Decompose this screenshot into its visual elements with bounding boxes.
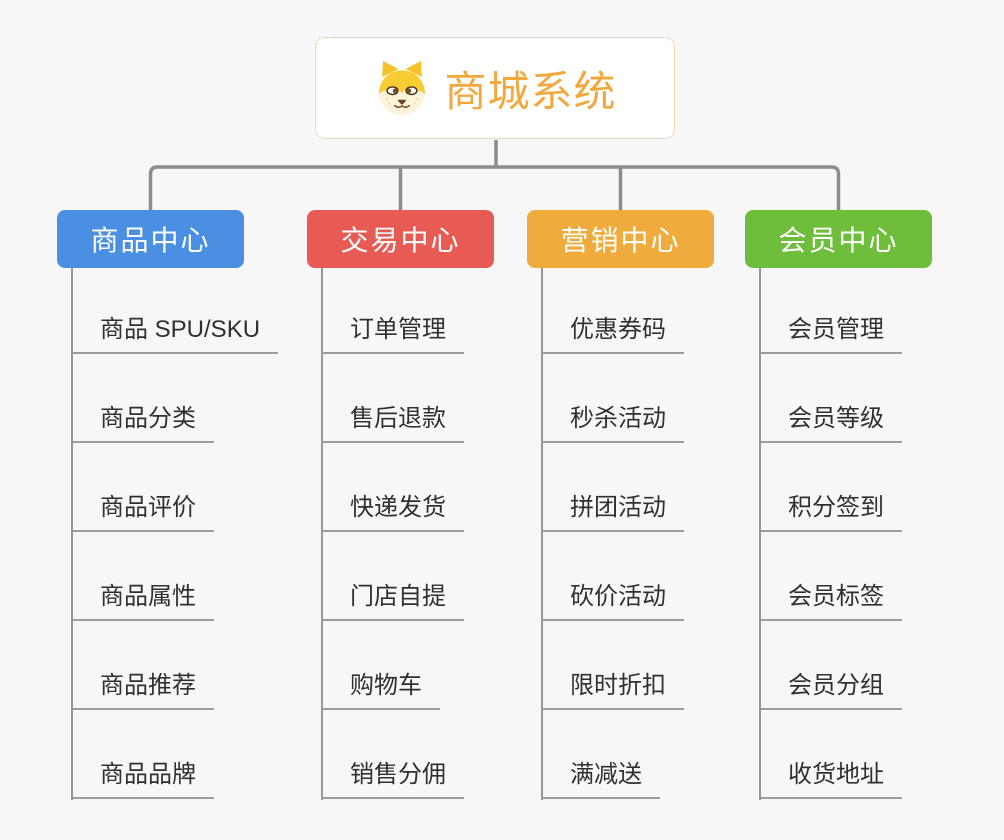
item-node[interactable]: 限时折扣 — [541, 672, 684, 710]
tree-item: 积分签到 — [759, 443, 1004, 532]
item-node[interactable]: 会员等级 — [759, 405, 902, 443]
item-node[interactable]: 商品品牌 — [71, 761, 214, 799]
tree-item: 商品评价 — [71, 443, 321, 532]
tree-item: 购物车 — [321, 621, 571, 710]
tree-item: 售后退款 — [321, 354, 571, 443]
tree-item: 优惠券码 — [541, 265, 791, 354]
item-node[interactable]: 会员管理 — [759, 316, 902, 354]
item-node[interactable]: 会员分组 — [759, 672, 902, 710]
item-node[interactable]: 商品推荐 — [71, 672, 214, 710]
branch-label: 营销中心 — [560, 225, 681, 256]
tree-item: 销售分佣 — [321, 710, 571, 799]
tree-item: 收货地址 — [759, 710, 1004, 799]
branch-items-trade: 订单管理 售后退款 快递发货 门店自提 购物车 销售分佣 — [321, 265, 571, 799]
tree-item: 限时折扣 — [541, 621, 791, 710]
item-node[interactable]: 砍价活动 — [541, 583, 684, 621]
item-node[interactable]: 满减送 — [541, 761, 660, 799]
tree-item: 门店自提 — [321, 532, 571, 621]
item-node[interactable]: 销售分佣 — [321, 761, 464, 799]
item-node[interactable]: 会员标签 — [759, 583, 902, 621]
item-node[interactable]: 商品分类 — [71, 405, 214, 443]
item-node[interactable]: 秒杀活动 — [541, 405, 684, 443]
branch-label: 会员中心 — [778, 225, 899, 256]
tree-item: 会员管理 — [759, 265, 1004, 354]
tree-item: 会员标签 — [759, 532, 1004, 621]
root-node[interactable]: 商城系统 — [315, 37, 675, 139]
branch-node-marketing-center[interactable]: 营销中心 — [527, 210, 714, 268]
trunk-line-member — [759, 268, 761, 800]
tree-item: 砍价活动 — [541, 532, 791, 621]
branch-items-marketing: 优惠券码 秒杀活动 拼团活动 砍价活动 限时折扣 满减送 — [541, 265, 791, 799]
item-node[interactable]: 购物车 — [321, 672, 440, 710]
dog-icon — [379, 60, 426, 115]
trunk-line-marketing — [541, 268, 543, 800]
item-node[interactable]: 收货地址 — [759, 761, 902, 799]
item-node[interactable]: 门店自提 — [321, 583, 464, 621]
trunk-line-product — [71, 268, 73, 800]
item-node[interactable]: 订单管理 — [321, 316, 464, 354]
item-node[interactable]: 积分签到 — [759, 494, 902, 532]
item-node[interactable]: 拼团活动 — [541, 494, 684, 532]
tree-item: 拼团活动 — [541, 443, 791, 532]
tree-item: 商品分类 — [71, 354, 321, 443]
item-node[interactable]: 优惠券码 — [541, 316, 684, 354]
tree-item: 会员分组 — [759, 621, 1004, 710]
tree-item: 满减送 — [541, 710, 791, 799]
item-node[interactable]: 商品评价 — [71, 494, 214, 532]
tree-item: 商品属性 — [71, 532, 321, 621]
item-node[interactable]: 售后退款 — [321, 405, 464, 443]
tree-item: 商品推荐 — [71, 621, 321, 710]
tree-item: 会员等级 — [759, 354, 1004, 443]
item-node[interactable]: 商品 SPU/SKU — [71, 316, 279, 354]
branch-label: 商品中心 — [90, 225, 211, 256]
branch-node-trade-center[interactable]: 交易中心 — [307, 210, 494, 268]
tree-item: 快递发货 — [321, 443, 571, 532]
tree-item: 商品 SPU/SKU — [71, 265, 321, 354]
branch-node-member-center[interactable]: 会员中心 — [745, 210, 932, 268]
branch-label: 交易中心 — [340, 225, 461, 256]
item-node[interactable]: 快递发货 — [321, 494, 464, 532]
trunk-line-trade — [321, 268, 323, 800]
branch-items-product: 商品 SPU/SKU 商品分类 商品评价 商品属性 商品推荐 商品品牌 — [71, 265, 321, 799]
tree-item: 订单管理 — [321, 265, 571, 354]
branch-node-product-center[interactable]: 商品中心 — [57, 210, 244, 268]
tree-item: 秒杀活动 — [541, 354, 791, 443]
root-title: 商城系统 — [444, 67, 617, 115]
item-node[interactable]: 商品属性 — [71, 583, 214, 621]
branch-items-member: 会员管理 会员等级 积分签到 会员标签 会员分组 收货地址 — [759, 265, 1004, 799]
tree-item: 商品品牌 — [71, 710, 321, 799]
branch-bar-line — [148, 165, 841, 210]
